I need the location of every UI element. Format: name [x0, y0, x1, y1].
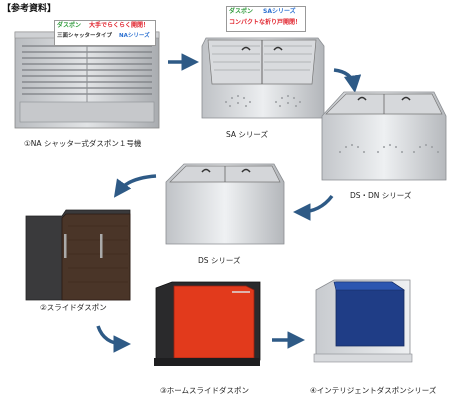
arrow-slide-to-homeslide	[96, 325, 131, 353]
page-title: 【参考資料】	[2, 4, 57, 14]
product-dsdn	[318, 86, 450, 186]
sa-sign-line2: コンパクトな折り戸開閉！	[229, 19, 302, 26]
caption-intelligent: ④インテリジェントダスポンシリーズ	[310, 386, 437, 395]
dsdn-cabinet-illustration	[321, 91, 447, 181]
product-intelligent	[310, 276, 416, 366]
na-shutter-cabinet-illustration	[14, 31, 160, 129]
product-ds	[162, 160, 288, 248]
na-sign-line2: 三面シャッタータイプ	[57, 33, 113, 39]
caption-na: ①NA シャッター式ダスポン１号機	[24, 139, 142, 148]
ds-cabinet-illustration	[165, 163, 285, 245]
caption-dsdn: DS・DN シリーズ	[350, 191, 412, 200]
sa-sign-line1: SAシリーズ	[263, 8, 296, 15]
slide-cabinet-illustration	[25, 209, 131, 301]
na-sign-logo: ダスポン	[57, 22, 82, 29]
product-homeslide	[150, 278, 266, 370]
caption-slide: ②スライドダスポン	[40, 303, 107, 312]
caption-sa: SA シリーズ	[226, 130, 269, 139]
arrow-dsdn-to-ds	[293, 194, 334, 221]
na-sign-line3: NAシリーズ	[119, 33, 150, 39]
intelligent-cabinet-illustration	[313, 279, 413, 363]
product-slide	[22, 206, 134, 306]
homeslide-cabinet-illustration	[154, 281, 261, 366]
sa-cabinet-illustration	[201, 37, 325, 119]
product-na: ダスポン 大手でらくらく開閉！ 三面シャッタータイプ NAシリーズ	[12, 20, 162, 132]
caption-ds: DS シリーズ	[198, 256, 241, 265]
product-sa: ダスポン SAシリーズ コンパクトな折り戸開閉！	[196, 6, 326, 124]
arrow-sa-to-dsdn	[333, 68, 362, 93]
na-sign-line1: 大手でらくらく開閉！	[89, 22, 150, 29]
na-sign-board: ダスポン 大手でらくらく開閉！ 三面シャッタータイプ NAシリーズ	[54, 20, 156, 46]
arrow-ds-to-slide	[113, 174, 157, 198]
sa-sign-logo: ダスポン	[229, 8, 254, 15]
caption-homeslide: ③ホームスライドダスポン	[160, 386, 249, 395]
sa-sign-board: ダスポン SAシリーズ コンパクトな折り戸開閉！	[226, 6, 306, 32]
